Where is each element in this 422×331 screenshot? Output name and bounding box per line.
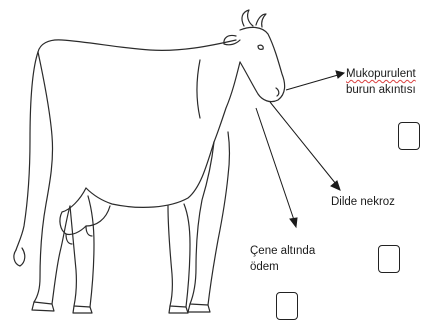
- cow-hind-leg-2: [70, 196, 94, 307]
- label-line: Dilde nekroz: [331, 194, 395, 210]
- answer-box-dilde-nekroz[interactable]: [378, 245, 400, 273]
- arrowhead-icon: [336, 71, 344, 78]
- arrowhead-icon: [290, 218, 297, 227]
- cow-belly: [86, 142, 214, 207]
- cow-eye: [258, 45, 263, 49]
- cow-horn: [242, 10, 253, 26]
- cow-nostril: [276, 88, 279, 96]
- label-mukopurulent: Mukopurulent burun akıntısı: [346, 66, 416, 98]
- cow-teat: [86, 226, 92, 236]
- cow-dewlap: [214, 62, 240, 142]
- cow-front-leg-2: [168, 204, 190, 307]
- cow-shoulder: [197, 60, 200, 118]
- arrow-mukopurulent: [286, 75, 338, 90]
- arrowhead-icon: [331, 181, 340, 190]
- arrow-dil: [270, 102, 336, 184]
- cow-hind-leg: [34, 52, 70, 304]
- label-line: ödem: [250, 259, 315, 275]
- cow-udder: [60, 188, 110, 235]
- cow-tail-tip: [14, 248, 25, 266]
- cow-back: [38, 40, 236, 52]
- label-cene-alti-odem: Çene altında ödem: [250, 243, 315, 275]
- label-line: Çene altında: [250, 243, 315, 259]
- label-line: burun akıntısı: [346, 82, 416, 98]
- cow-teat: [66, 234, 72, 244]
- cow-tail: [16, 52, 38, 250]
- cow-horn: [256, 14, 266, 27]
- cow-ear: [224, 35, 240, 44]
- cow-front-leg: [190, 132, 230, 305]
- answer-box-cene-alti-odem[interactable]: [276, 292, 298, 320]
- label-dilde-nekroz: Dilde nekroz: [331, 194, 395, 210]
- label-line: Mukopurulent: [346, 66, 416, 82]
- answer-box-mukopurulent[interactable]: [398, 122, 420, 150]
